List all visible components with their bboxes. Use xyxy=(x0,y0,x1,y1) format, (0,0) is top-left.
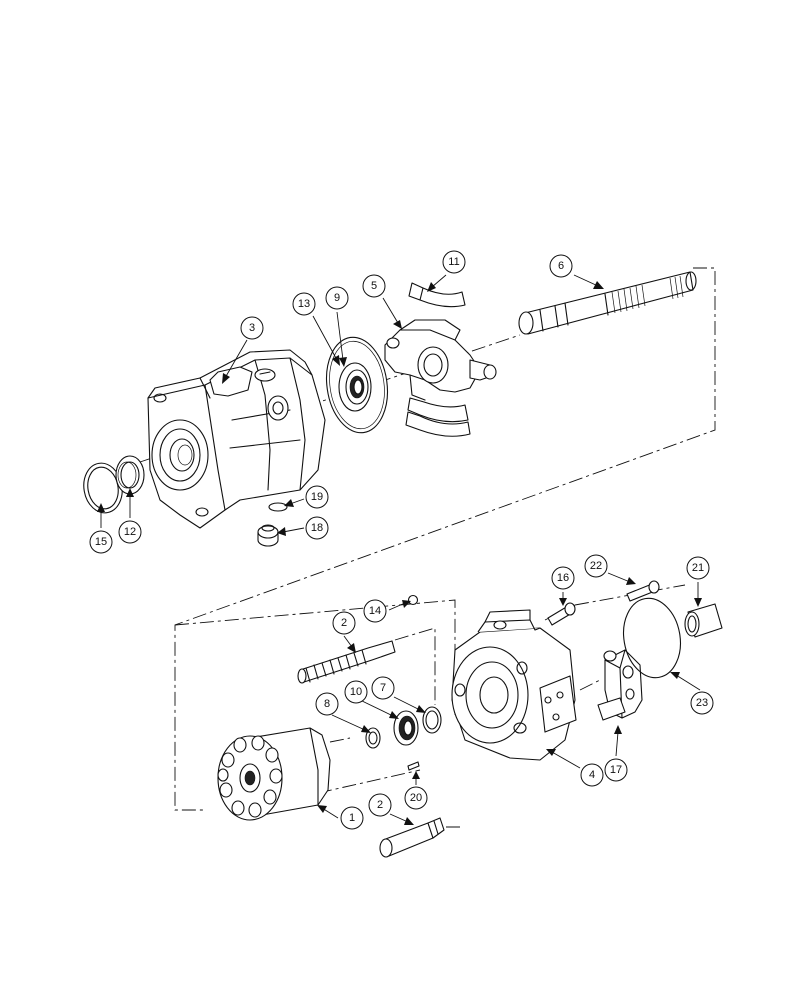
callout-2-spring: 2 xyxy=(332,611,356,635)
callout-15: 15 xyxy=(89,530,113,554)
part-control-piston xyxy=(379,817,445,858)
callout-21-label: 21 xyxy=(692,562,704,574)
callout-18-label: 18 xyxy=(311,522,323,534)
callout-8: 8 xyxy=(315,692,339,716)
callout-10: 10 xyxy=(344,680,368,704)
callout-3: 3 xyxy=(240,316,264,340)
callout-11-label: 11 xyxy=(448,256,459,268)
part-plug xyxy=(257,524,279,547)
leader-lines xyxy=(97,274,702,825)
callout-2-spring-label: 2 xyxy=(341,617,347,629)
callout-11: 11 xyxy=(442,250,466,274)
callout-7: 7 xyxy=(371,676,395,700)
callout-4-label: 4 xyxy=(589,769,595,781)
callout-6: 6 xyxy=(549,254,573,278)
part-o-ring xyxy=(268,502,288,512)
callout-5-label: 5 xyxy=(371,280,377,292)
part-bushing xyxy=(684,603,723,638)
part-bolt-long xyxy=(626,580,660,602)
callout-1-label: 1 xyxy=(349,812,355,824)
part-port-housing xyxy=(451,609,577,761)
callout-10-label: 10 xyxy=(350,686,362,698)
part-seal-ring xyxy=(115,455,145,495)
part-bearing xyxy=(338,362,372,412)
part-cylinder-block xyxy=(217,727,331,821)
part-bolt-short xyxy=(547,602,576,626)
part-needle-bearing xyxy=(393,710,419,746)
callout-4: 4 xyxy=(580,763,604,787)
callout-2-piston-label: 2 xyxy=(377,799,383,811)
callout-18: 18 xyxy=(305,516,329,540)
part-pin xyxy=(407,761,420,771)
callout-22: 22 xyxy=(584,554,608,578)
part-retaining-ring xyxy=(422,706,442,734)
callout-3-label: 3 xyxy=(249,322,255,334)
callout-6-label: 6 xyxy=(558,260,564,272)
callout-16-label: 16 xyxy=(557,572,569,584)
part-bearing-shells xyxy=(405,282,471,437)
part-ball xyxy=(407,594,419,606)
part-gasket xyxy=(623,597,681,679)
callout-20: 20 xyxy=(404,786,428,810)
callout-8-label: 8 xyxy=(324,698,330,710)
callout-17: 17 xyxy=(604,758,628,782)
part-pump-housing xyxy=(147,349,326,529)
callout-12: 12 xyxy=(118,520,142,544)
callout-23: 23 xyxy=(690,691,714,715)
callout-12-label: 12 xyxy=(124,526,136,538)
callout-20-label: 20 xyxy=(410,792,422,804)
part-control-valve xyxy=(597,649,643,721)
callout-9-label: 9 xyxy=(334,292,340,304)
callout-19: 19 xyxy=(305,485,329,509)
callout-14-label: 14 xyxy=(369,605,381,617)
callout-19-label: 19 xyxy=(311,491,323,503)
callout-15-label: 15 xyxy=(95,536,107,548)
callout-17-label: 17 xyxy=(610,764,622,776)
callout-13: 13 xyxy=(292,292,316,316)
callout-9: 9 xyxy=(325,286,349,310)
callout-1: 1 xyxy=(340,806,364,830)
callout-23-label: 23 xyxy=(696,697,708,709)
part-control-spring xyxy=(297,640,396,684)
part-drive-shaft xyxy=(518,271,697,335)
callout-2-piston: 2 xyxy=(368,793,392,817)
callout-5: 5 xyxy=(362,274,386,298)
callout-22-label: 22 xyxy=(590,560,602,572)
callout-21: 21 xyxy=(686,556,710,580)
callout-16: 16 xyxy=(551,566,575,590)
callout-7-label: 7 xyxy=(380,682,386,694)
part-ring xyxy=(365,727,381,749)
part-swash-yoke xyxy=(384,319,497,401)
callout-13-label: 13 xyxy=(298,298,310,310)
callout-14: 14 xyxy=(363,599,387,623)
